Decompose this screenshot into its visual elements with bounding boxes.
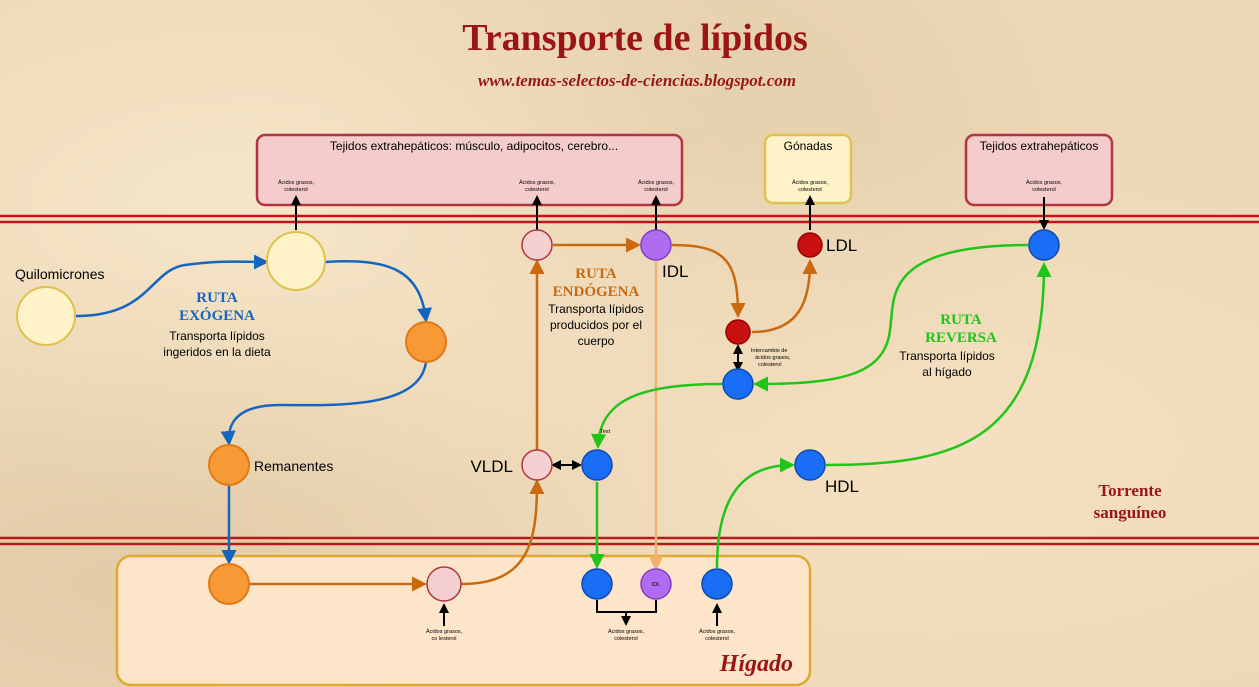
idl-circle (640, 229, 672, 261)
hdl-label: HDL (825, 477, 859, 496)
hdl-circle (701, 568, 733, 600)
endogenous-route-title: RUTA (575, 266, 617, 282)
bloodstream-label: sanguíneo (1094, 503, 1167, 522)
hdl-circle (722, 368, 754, 400)
endogenous-route-arrow (751, 259, 818, 334)
vldl-circle (521, 449, 553, 481)
liver-box (115, 554, 812, 687)
vessel-wall-bottom (0, 536, 1259, 546)
reverse-route-arrow (825, 262, 1052, 467)
exogenous-route-title: EXÓGENA (179, 307, 255, 324)
vessel-wall-top (0, 214, 1259, 224)
vldl-circle (426, 566, 462, 602)
cholesterol-label: colesterol (705, 636, 729, 642)
exogenous-route-description: Transporta lípidos (169, 329, 265, 343)
remnant-circle (405, 321, 447, 363)
ldl-label: LDL (826, 236, 857, 255)
vldl-circle (521, 229, 553, 261)
reverse-route-arrow (715, 457, 795, 569)
exogenous-route-arrow (220, 361, 428, 446)
exogenous-route-title: RUTA (196, 290, 238, 306)
endogenous-route-arrow (671, 243, 746, 318)
cholesterol-label: co lesterol (431, 636, 456, 642)
hdl-circle (581, 568, 613, 600)
hdl-circle (581, 449, 613, 481)
exchange-label: Intercambio de (751, 348, 787, 354)
page-title: Transporte de lípidos (462, 17, 808, 59)
extrahepatic-right-label: Tejidos extrahepáticos (980, 139, 1099, 153)
exogenous-route-description: ingeridos en la dieta (163, 345, 271, 359)
fatty-acids-label: Ácidos grasos, (608, 628, 645, 635)
chylomicron-circle (266, 231, 326, 291)
text-placeholder: Text (600, 429, 611, 435)
cholesterol-label: colesterol (284, 187, 308, 193)
remnant-circle (208, 444, 250, 486)
endogenous-route-arrow (460, 479, 545, 586)
fatty-acids-label: Ácidos grasos, (278, 179, 315, 186)
extrahepatic-tissue-label: Tejidos extrahepáticos: músculo, adipoci… (330, 139, 618, 153)
gonads-label: Gónadas (784, 139, 833, 153)
fatty-acids-label: Ácidos grasos, (792, 179, 829, 186)
idl-inner-label: IDL (652, 582, 661, 588)
endogenous-route-title: ENDÓGENA (553, 283, 640, 300)
extrahepatic-tissue-box (255, 133, 684, 207)
exchange-label: colesterol (758, 362, 782, 368)
cholesterol-label: colesterol (644, 187, 668, 193)
vldl-label: VLDL (470, 457, 513, 476)
endogenous-route-description: Transporta lípidos (548, 302, 644, 316)
ldl-circle (797, 232, 823, 258)
idl-label: IDL (662, 262, 688, 281)
fatty-acids-label: Ácidos grasos, (1026, 179, 1063, 186)
liver-label: Hígado (719, 651, 793, 677)
fatty-acids-label: Ácidos grasos, (519, 179, 556, 186)
blog-url: www.temas-selectos-de-ciencias.blogspot.… (478, 71, 796, 90)
cholesterol-label: colesterol (614, 636, 638, 642)
cholesterol-label: colesterol (1032, 187, 1056, 193)
fatty-acids-label: Ácidos grasos, (426, 628, 463, 635)
chylomicron-circle (16, 286, 76, 346)
idl-circle (640, 568, 672, 600)
reverse-route-title: REVERSA (925, 330, 997, 346)
endogenous-route-description: producidos por el (550, 318, 642, 332)
reverse-route-description: Transporta lípidos (899, 349, 995, 363)
bloodstream-label: Torrente (1098, 481, 1162, 500)
hdl-circle (794, 449, 826, 481)
cholesterol-label: colesterol (525, 187, 549, 193)
fatty-acids-label: Ácidos grasos, (699, 628, 736, 635)
endogenous-route-description: cuerpo (578, 334, 615, 348)
reverse-route-arrow (591, 382, 723, 449)
fatty-acids-label: Ácidos grasos, (638, 179, 675, 186)
chylomicrons-label: Quilomicrones (15, 266, 104, 282)
cholesterol-label: colesterol (798, 187, 822, 193)
exchange-label: ácidos grasos, (755, 355, 791, 361)
reverse-route-arrow (753, 243, 1029, 392)
remnant-circle (208, 563, 250, 605)
exogenous-route-arrow (75, 254, 269, 318)
reverse-route-title: RUTA (940, 312, 982, 328)
ldl-circle (725, 319, 751, 345)
reverse-route-description: al hígado (922, 365, 972, 379)
remnants-label: Remanentes (254, 458, 333, 474)
extrahepatic-right-box (964, 133, 1114, 207)
hdl-circle (1028, 229, 1060, 261)
exogenous-route-arrow (325, 260, 433, 323)
